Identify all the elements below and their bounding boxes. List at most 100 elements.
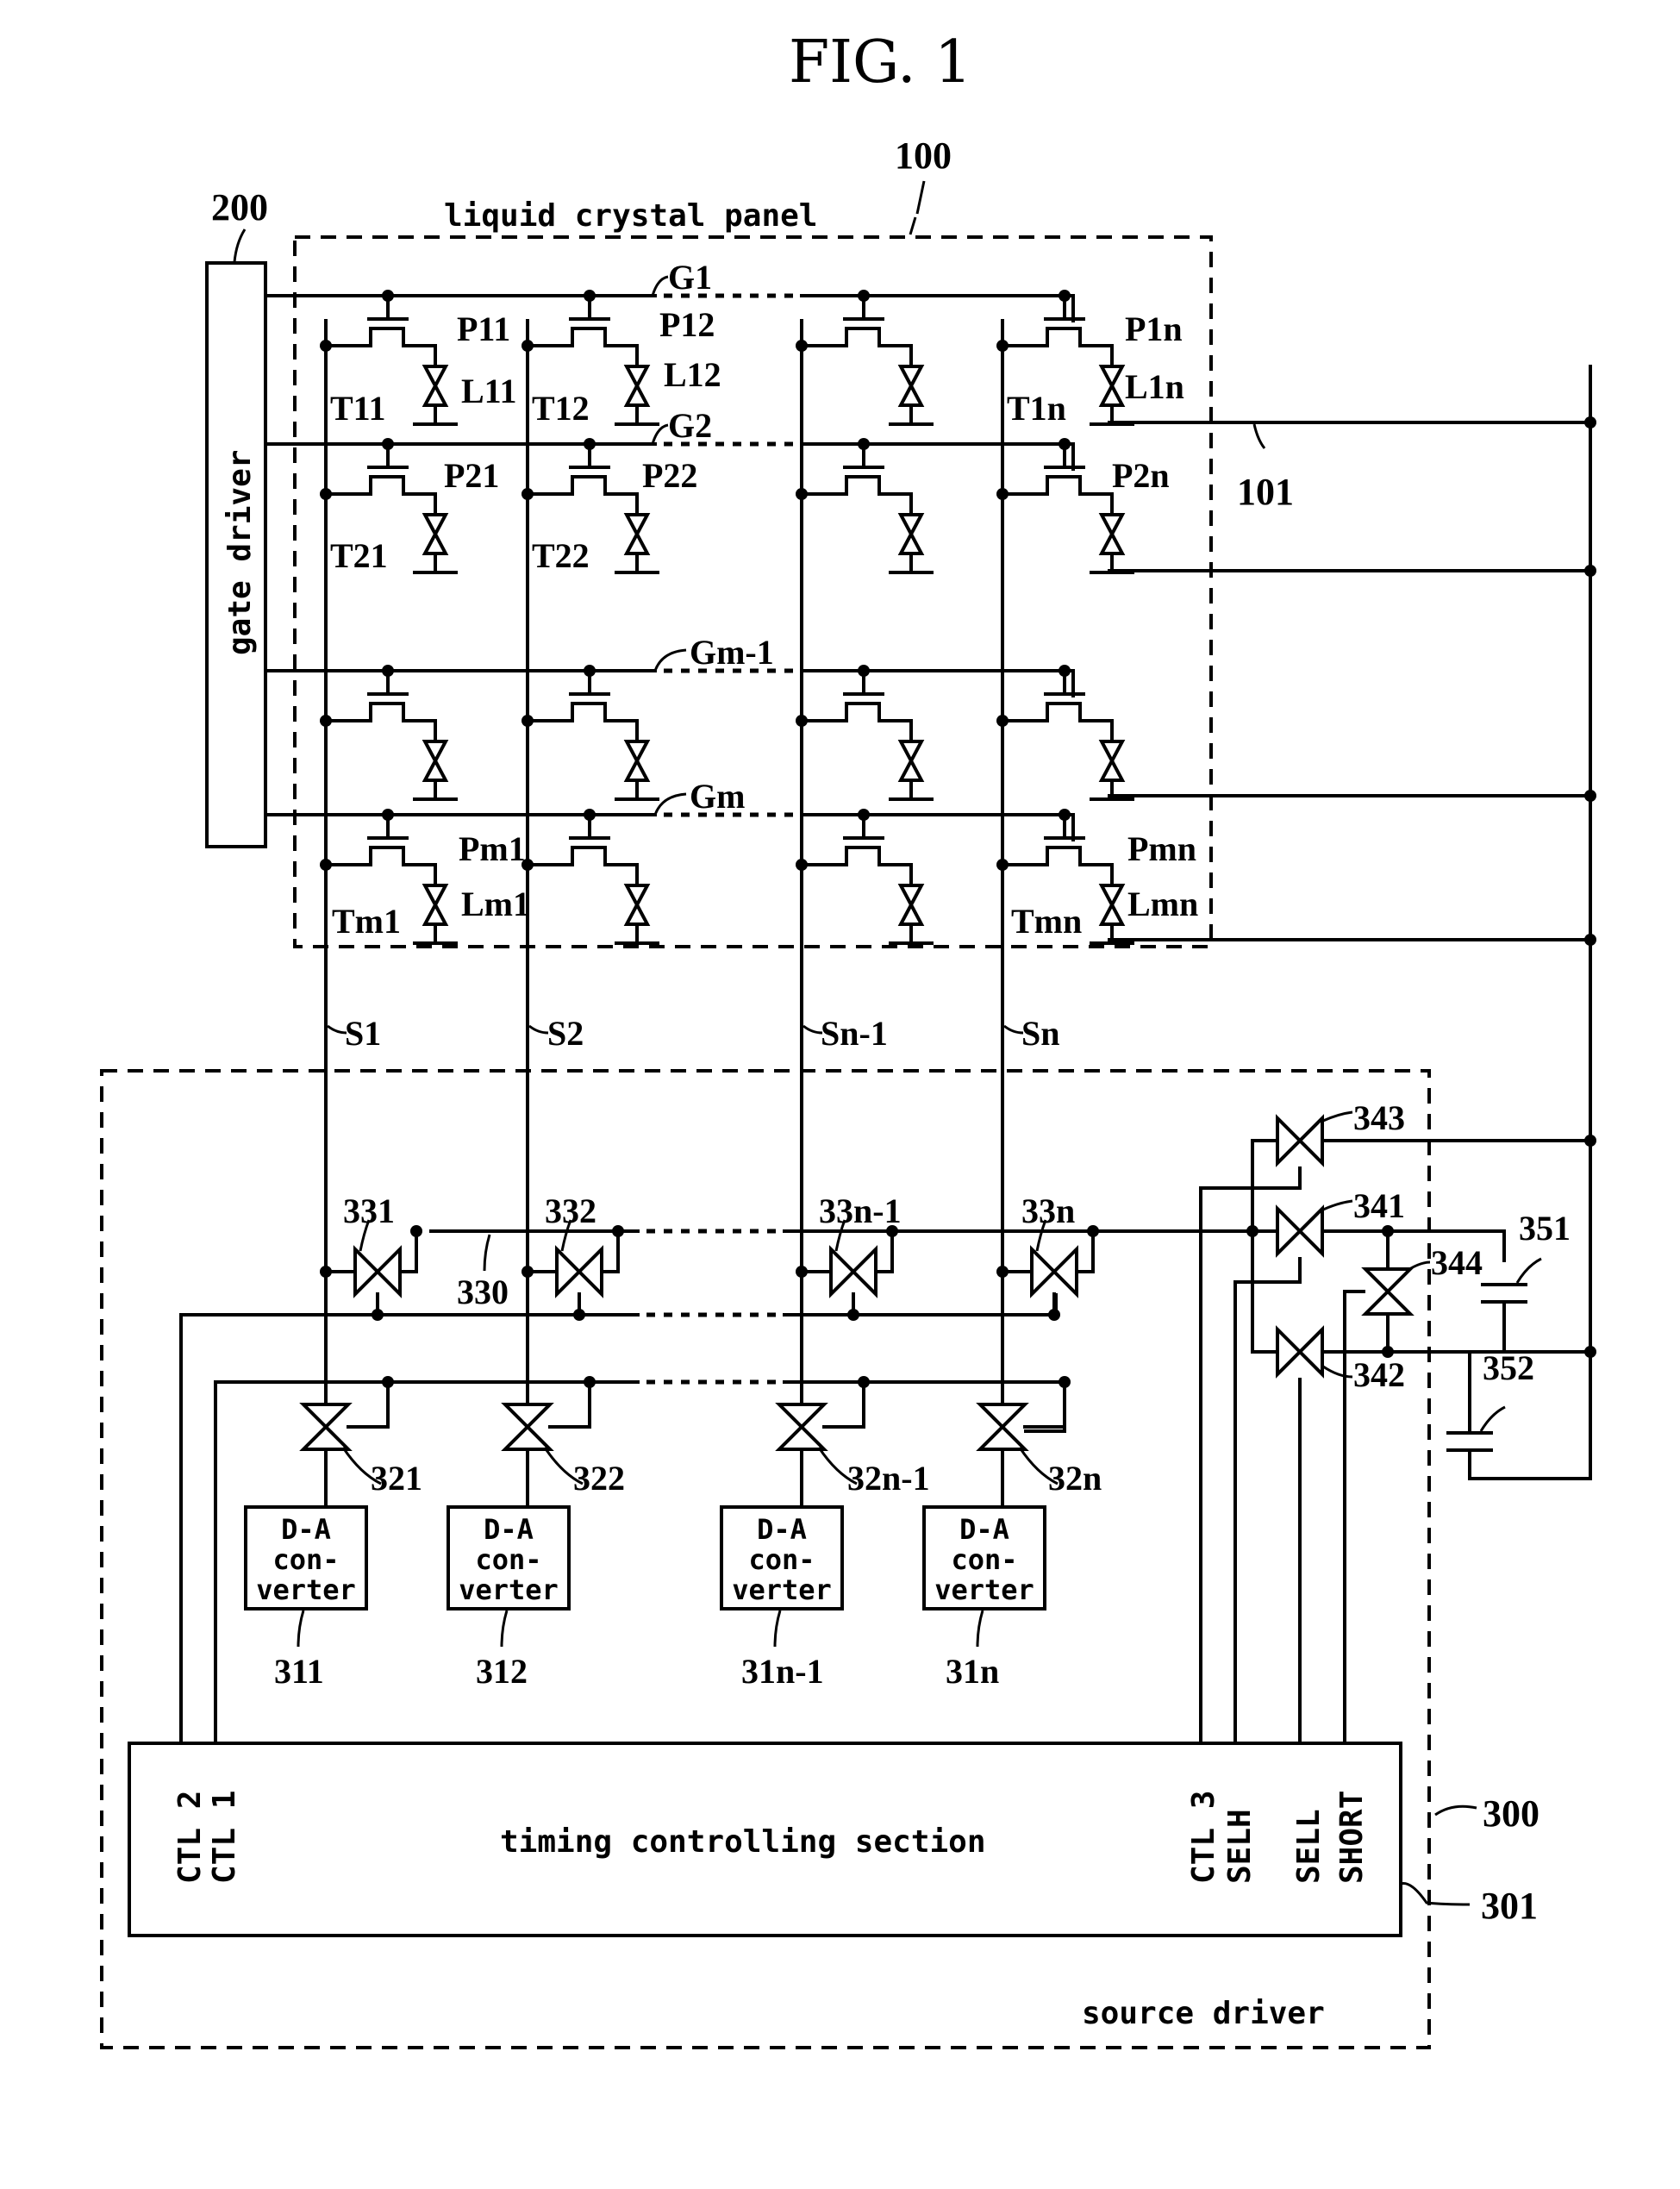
- source-node: [796, 488, 808, 500]
- source-node: [521, 340, 534, 352]
- switch-342: [1277, 1329, 1322, 1374]
- converter-text: con-: [951, 1543, 1017, 1576]
- leader-344: [1409, 1262, 1430, 1269]
- source-node: [320, 340, 332, 352]
- leader-g1: [653, 277, 668, 296]
- pixel-cell: [796, 809, 932, 943]
- label-t1n: T1n: [1007, 389, 1066, 428]
- signal-ctl3: CTL 3: [1186, 1791, 1221, 1884]
- ctl2-line-end: [784, 1295, 1056, 1315]
- label-pm1: Pm1: [459, 829, 526, 868]
- lc-element: [627, 741, 647, 780]
- converter-text: D-A: [281, 1513, 331, 1546]
- common-line-ref: 101: [1237, 471, 1294, 513]
- label-p22: P22: [642, 456, 697, 495]
- converter-text: D-A: [757, 1513, 807, 1546]
- label-p21: P21: [444, 456, 499, 495]
- label-351: 351: [1519, 1209, 1571, 1248]
- ctrl-node: [573, 1309, 585, 1321]
- bus-node: [1584, 1135, 1596, 1147]
- leader-s2: [529, 1026, 548, 1033]
- short-switch: [1032, 1249, 1077, 1294]
- pixel-cell: [996, 665, 1133, 799]
- label-32n: 32n: [1048, 1459, 1102, 1498]
- leader-s1: [328, 1026, 347, 1033]
- timing-section-label: timing controlling section: [500, 1824, 986, 1860]
- source-node: [796, 715, 808, 727]
- pixel-cell: [796, 290, 932, 424]
- bus-node: [1584, 416, 1596, 428]
- label-322: 322: [573, 1459, 625, 1498]
- gate-driver-ref: 200: [211, 186, 268, 228]
- converter-ref: 311: [274, 1652, 324, 1691]
- converter-text: con-: [748, 1543, 815, 1576]
- gate-line-g1-end: [802, 296, 1073, 321]
- leader-sn-1: [803, 1026, 822, 1033]
- label-33n-1: 33n-1: [819, 1191, 902, 1230]
- switch-344: [1365, 1269, 1410, 1314]
- converter-text: verter: [459, 1573, 559, 1606]
- leader-343: [1323, 1112, 1352, 1121]
- leader-301: [1401, 1883, 1470, 1904]
- label-321: 321: [371, 1459, 422, 1498]
- label-pmn: Pmn: [1127, 829, 1196, 868]
- short-switch-out: [400, 1231, 416, 1272]
- switch-341: [1277, 1209, 1322, 1254]
- lc-element: [901, 366, 921, 405]
- short-node: [410, 1225, 422, 1237]
- source-node: [996, 488, 1009, 500]
- lc-element: [425, 885, 446, 924]
- tft-channel: [528, 328, 637, 366]
- lc-element: [1102, 515, 1122, 554]
- leader-gm-1: [655, 650, 686, 671]
- label-lm1: Lm1: [461, 885, 530, 923]
- label-sn-1: Sn-1: [821, 1014, 888, 1053]
- label-p11: P11: [457, 310, 510, 348]
- leader-101: [1254, 424, 1265, 448]
- gate-line-gm-1-end: [802, 671, 1073, 696]
- converter-text: con-: [272, 1543, 339, 1576]
- converter-31n-1: D-A con- verter 31n-1: [721, 1507, 842, 1691]
- converter-text: verter: [934, 1573, 1034, 1606]
- leader-300: [1435, 1806, 1477, 1815]
- label-331: 331: [343, 1191, 395, 1230]
- pixel-cell: [521, 809, 658, 943]
- pixel-cell: [796, 665, 932, 799]
- short-switch: [355, 1249, 400, 1294]
- lc-element: [1102, 885, 1122, 924]
- short-line-ref: 330: [457, 1273, 509, 1311]
- ctrl-node: [847, 1309, 859, 1321]
- tft-channel: [802, 328, 911, 366]
- lc-element: [627, 366, 647, 405]
- tft-channel: [1002, 328, 1112, 366]
- output-switch-ctrl: [1025, 1382, 1065, 1427]
- source-node: [521, 488, 534, 500]
- converter-ref: 31n: [946, 1652, 999, 1691]
- label-l11: L11: [461, 372, 516, 410]
- tft-channel: [1002, 847, 1112, 885]
- output-switch: [505, 1404, 550, 1449]
- label-s2: S2: [547, 1014, 584, 1053]
- tft-channel: [528, 704, 637, 741]
- source-node: [796, 859, 808, 871]
- label-p12: P12: [659, 305, 715, 344]
- label-33n: 33n: [1021, 1191, 1075, 1230]
- tft-channel: [1002, 477, 1112, 515]
- signal-short: SHORT: [1334, 1791, 1370, 1884]
- panel-ref: 100: [895, 134, 952, 177]
- output-switch-ctrl: [550, 1382, 590, 1427]
- ctrl-node: [1059, 1376, 1071, 1388]
- source-driver-ref: 300: [1483, 1792, 1539, 1835]
- leader-352: [1481, 1407, 1505, 1431]
- label-l12: L12: [664, 355, 721, 394]
- converter-text: con-: [475, 1543, 541, 1576]
- label-tm1: Tm1: [332, 902, 401, 941]
- short-node: [612, 1225, 624, 1237]
- leader-31n-1: [775, 1610, 780, 1647]
- tft-channel: [528, 477, 637, 515]
- source-node: [320, 859, 332, 871]
- label-lmn: Lmn: [1127, 885, 1198, 923]
- leader-sn: [1004, 1026, 1023, 1033]
- label-p1n: P1n: [1125, 310, 1183, 348]
